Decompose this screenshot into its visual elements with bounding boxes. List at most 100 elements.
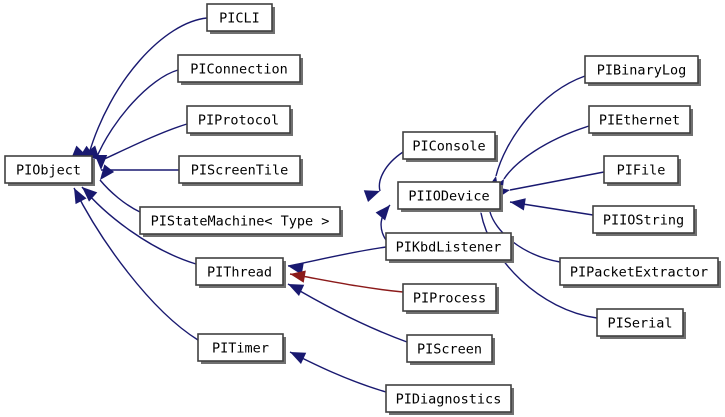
node-box[interactable] [402, 131, 496, 160]
arrowhead-icon [94, 155, 108, 170]
node-box[interactable] [402, 283, 497, 312]
node-label: PIDiagnostics [396, 392, 502, 408]
edge-line [73, 187, 199, 341]
node-box[interactable] [197, 333, 284, 362]
edge-pibinarylog-to-piiodevice [486, 75, 586, 193]
node-box[interactable] [584, 55, 699, 84]
arrowhead-icon [375, 205, 390, 221]
edge-line [95, 69, 179, 160]
node-label: PIThread [207, 265, 272, 281]
node-piconsole[interactable]: PIConsole [402, 131, 498, 162]
edge-piiostring-to-piiodevice [509, 198, 594, 216]
node-label: PICLI [219, 11, 260, 27]
node-pibinarylog[interactable]: PIBinaryLog [584, 55, 701, 86]
node-piobject[interactable]: PIObject [4, 155, 95, 186]
edge-pistatemachine-to-piobject [99, 164, 141, 213]
node-box[interactable] [178, 155, 301, 184]
node-picli[interactable]: PICLI [206, 3, 275, 34]
node-piscreentile[interactable]: PIScreenTile [178, 155, 303, 186]
node-piiodevice[interactable]: PIIODevice [397, 181, 503, 212]
node-piconnection[interactable]: PIConnection [177, 54, 303, 85]
node-label: PIConnection [190, 62, 288, 78]
node-pikbdlistener[interactable]: PIKbdListener [385, 232, 514, 263]
edge-line [99, 123, 188, 162]
edge-piscreentile-to-piobject [94, 155, 179, 171]
edge-line [87, 17, 208, 158]
node-label: PIProcess [413, 291, 486, 307]
node-pithread[interactable]: PIThread [195, 257, 286, 288]
arrowhead-icon [100, 164, 115, 180]
node-box[interactable] [559, 257, 719, 286]
edge-line [289, 273, 404, 293]
node-label: PIFile [617, 163, 666, 179]
node-piprocess[interactable]: PIProcess [402, 283, 499, 314]
node-box[interactable] [596, 308, 684, 337]
edge-line [289, 351, 387, 393]
node-piscreen[interactable]: PIScreen [406, 334, 495, 365]
node-label: PIProtocol [198, 113, 279, 129]
node-pitimer[interactable]: PITimer [197, 333, 286, 364]
node-label: PIScreen [417, 342, 482, 358]
node-pistatemachine[interactable]: PIStateMachine< Type > [139, 206, 343, 237]
node-label: PIStateMachine< Type > [151, 214, 330, 230]
edge-piprocess-to-pithread [289, 270, 404, 293]
edge-line [503, 125, 590, 180]
node-label: PISerial [607, 316, 672, 332]
edge-line [99, 179, 141, 213]
arrowhead-icon [290, 270, 306, 283]
node-pipacketextractor[interactable]: PIPacketExtractor [559, 257, 721, 288]
node-box[interactable] [385, 384, 512, 413]
arrowhead-icon [288, 284, 305, 296]
node-box[interactable] [4, 155, 93, 184]
edges-layer [71, 17, 605, 393]
node-box[interactable] [195, 257, 284, 286]
node-label: PIBinaryLog [597, 63, 686, 79]
edge-piconnection-to-piobject [79, 69, 179, 160]
node-pifile[interactable]: PIFile [603, 155, 681, 186]
edge-line [480, 212, 598, 319]
edge-piscreen-to-pithread [287, 283, 408, 343]
arrowhead-icon [82, 187, 98, 202]
edge-picli-to-piobject [71, 17, 208, 158]
node-box[interactable] [139, 206, 341, 235]
arrowhead-icon [510, 198, 526, 211]
nodes-layer: PIObject PICLI PIConnectionPIProtocolPIScr… [4, 3, 721, 415]
node-piethernet[interactable]: PIEthernet [588, 105, 693, 136]
node-box[interactable] [397, 181, 501, 210]
node-box[interactable] [592, 205, 695, 234]
edge-line [509, 171, 605, 191]
node-piserial[interactable]: PISerial [596, 308, 686, 339]
node-label: PITimer [212, 341, 269, 357]
edge-line [495, 75, 586, 177]
node-piprotocol[interactable]: PIProtocol [186, 105, 293, 136]
node-box[interactable] [588, 105, 691, 134]
node-piiostring[interactable]: PIIOString [592, 205, 697, 236]
node-label: PIIOString [603, 213, 684, 229]
edge-line [378, 151, 404, 192]
arrowhead-icon [288, 262, 304, 275]
node-box[interactable] [603, 155, 679, 184]
node-label: PIIODevice [408, 189, 489, 205]
node-box[interactable] [385, 232, 512, 261]
node-label: PIPacketExtractor [570, 265, 708, 281]
node-box[interactable] [406, 334, 493, 363]
node-label: PIEthernet [599, 113, 680, 129]
node-label: PIConsole [412, 139, 485, 155]
edge-pikbdlistener-to-pithread [287, 246, 387, 275]
node-pidiagnostics[interactable]: PIDiagnostics [385, 384, 514, 415]
edge-piconsole-to-piiodevice [363, 151, 404, 202]
edge-line [287, 283, 408, 343]
edge-pifile-to-piiodevice [494, 171, 605, 199]
node-box[interactable] [206, 3, 273, 32]
arrowhead-icon [363, 190, 380, 202]
arrowhead-icon [290, 352, 307, 364]
edge-pidiagnostics-to-pitimer [289, 351, 387, 393]
node-box[interactable] [177, 54, 301, 83]
node-label: PIObject [16, 163, 81, 179]
node-label: PIScreenTile [191, 163, 289, 179]
arrowhead-icon [74, 188, 87, 205]
node-box[interactable] [186, 105, 291, 134]
edge-pithread-to-piobject [81, 186, 197, 265]
